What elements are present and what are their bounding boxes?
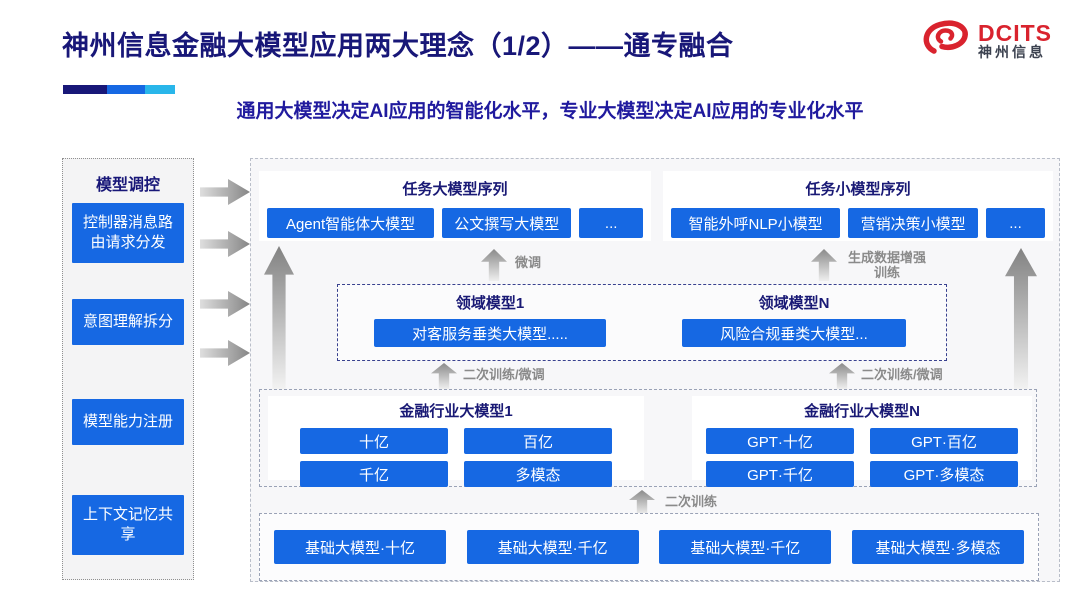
node-gpt-100b-model: GPT·千亿: [706, 461, 854, 487]
sidebar-box-register: 模型能力注册: [72, 399, 184, 445]
retrain-finetune-label-left: 二次训练/微调: [463, 367, 545, 382]
domain-model-container: 领域模型1 对客服务垂类大模型..... 领域模型N 风险合规垂类大模型...: [337, 284, 947, 361]
retrain-finetune-label-right: 二次训练/微调: [861, 367, 943, 382]
node-10b-model: 百亿: [464, 428, 612, 454]
logo-brand-cn: 神州信息: [978, 44, 1046, 61]
node-gpt-1b-model: GPT·十亿: [706, 428, 854, 454]
node-multimodal-model: 多模态: [464, 461, 612, 487]
accent-blue-segment: [107, 85, 145, 94]
sidebar-box-intent: 意图理解拆分: [72, 299, 184, 345]
finetune-label: 微调: [515, 255, 542, 270]
arrow-up-icon: [481, 249, 507, 281]
task-small-title: 任务小模型序列: [805, 181, 911, 198]
node-agent-large-model: Agent智能体大模型: [267, 208, 435, 238]
arrow-up-icon: [1005, 248, 1037, 389]
node-gpt-10b-model: GPT·百亿: [870, 428, 1018, 454]
dcits-logo-icon: [918, 16, 970, 65]
arrow-right-icon: [200, 291, 250, 317]
arrow-right-icon: [200, 340, 250, 366]
node-marketing-small-model: 营销决策小模型: [848, 208, 978, 238]
node-outbound-nlp-small-model: 智能外呼NLP小模型: [671, 208, 841, 238]
arrow-right-icon: [200, 231, 250, 257]
task-large-title: 任务大模型序列: [402, 181, 508, 198]
industry-model-1-panel: 金融行业大模型1 十亿 百亿 千亿 多模态: [268, 396, 644, 487]
dcits-logo: DCITS 神州信息: [918, 16, 1052, 65]
task-large-model-panel: 任务大模型序列 Agent智能体大模型 公文撰写大模型 ...: [259, 171, 651, 241]
node-more-small-models: ...: [986, 208, 1046, 238]
node-100b-model: 千亿: [300, 461, 448, 487]
industry-model-container: 金融行业大模型1 十亿 百亿 千亿 多模态 金融行业大模型N GPT·十亿 GP…: [259, 389, 1037, 487]
sidebar-title: 模型调控: [95, 177, 160, 194]
arrow-up-icon: [264, 246, 294, 389]
node-foundation-multimodal-model: 基础大模型·多模态: [851, 530, 1024, 564]
accent-navy-segment: [63, 85, 107, 94]
model-stack-container: 任务大模型序列 Agent智能体大模型 公文撰写大模型 ... 任务小模型序列 …: [250, 158, 1060, 582]
retrain-label: 二次训练: [665, 494, 718, 509]
node-foundation-100b-model-2: 基础大模型·千亿: [659, 530, 832, 564]
node-more-large-models: ...: [579, 208, 643, 238]
node-gpt-multimodal-model: GPT·多模态: [870, 461, 1018, 487]
sidebar-box-router: 控制器消息路由请求分发: [72, 203, 184, 263]
domain-model-1-group: 领域模型1 对客服务垂类大模型.....: [338, 285, 642, 360]
arrow-right-icon: [200, 179, 250, 205]
arrow-up-icon: [811, 249, 837, 281]
industry-model-n-title: 金融行业大模型N: [804, 403, 920, 420]
node-foundation-100b-model: 基础大模型·千亿: [466, 530, 639, 564]
accent-cyan-segment: [145, 85, 175, 94]
node-foundation-1b-model: 基础大模型·十亿: [274, 530, 446, 564]
logo-brand-en: DCITS: [978, 20, 1052, 47]
node-customer-service-vertical-model: 对客服务垂类大模型.....: [374, 319, 606, 347]
arrow-up-icon: [431, 363, 457, 389]
data-augment-label: 生成数据增强训练: [847, 250, 926, 280]
domain-model-n-title: 领域模型N: [758, 295, 830, 312]
industry-model-1-title: 金融行业大模型1: [399, 403, 513, 420]
sidebar-box-context: 上下文记忆共享: [72, 495, 184, 555]
arrow-up-icon: [829, 363, 855, 389]
arrow-up-icon: [629, 490, 655, 515]
page-title: 神州信息金融大模型应用两大理念（1/2）——通专融合: [62, 31, 734, 61]
node-risk-compliance-vertical-model: 风险合规垂类大模型...: [682, 319, 906, 347]
task-small-model-panel: 任务小模型序列 智能外呼NLP小模型 营销决策小模型 ...: [663, 171, 1053, 241]
node-document-large-model: 公文撰写大模型: [442, 208, 572, 238]
industry-model-n-panel: 金融行业大模型N GPT·十亿 GPT·百亿 GPT·千亿 GPT·多模态: [692, 396, 1032, 487]
node-1b-model: 十亿: [300, 428, 448, 454]
domain-model-1-title: 领域模型1: [455, 295, 525, 312]
slide-subtitle: 通用大模型决定AI应用的智能化水平，专业大模型决定AI应用的专业化水平: [236, 101, 864, 122]
title-accent-bar: [63, 85, 175, 94]
foundation-model-container: 基础大模型·十亿 基础大模型·千亿 基础大模型·千亿 基础大模型·多模态: [259, 513, 1039, 581]
domain-model-n-group: 领域模型N 风险合规垂类大模型...: [642, 285, 946, 360]
model-control-sidebar: 模型调控 控制器消息路由请求分发 意图理解拆分 模型能力注册 上下文记忆共享: [62, 158, 194, 580]
